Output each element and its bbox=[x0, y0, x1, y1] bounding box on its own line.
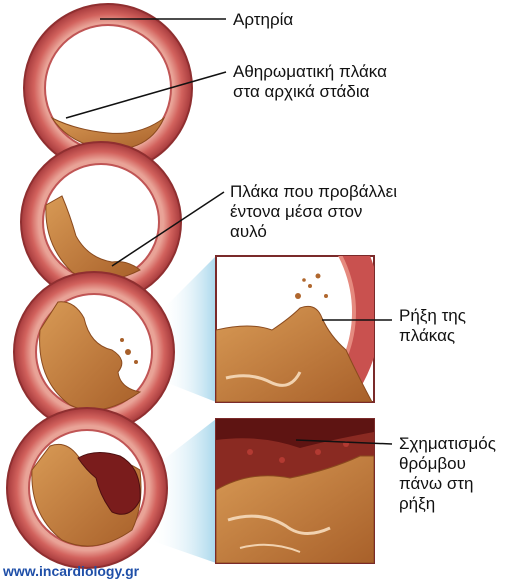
footer-url[interactable]: www.incardiology.gr bbox=[3, 563, 139, 579]
label-protruding-plaque: Πλάκα που προβάλλει έντονα μέσα στον αυλ… bbox=[230, 182, 397, 242]
label-rupture: Ρήξη της πλάκας bbox=[399, 306, 466, 346]
zoom-panel-thrombus bbox=[216, 419, 374, 563]
label-artery: Αρτηρία bbox=[233, 10, 293, 30]
artery-ring-4 bbox=[7, 408, 167, 568]
label-thrombus: Σχηματισμός θρόμβου πάνω στη ρήξη bbox=[399, 434, 496, 514]
label-early-plaque: Αθηρωματική πλάκα στα αρχικά στάδια bbox=[233, 62, 387, 102]
